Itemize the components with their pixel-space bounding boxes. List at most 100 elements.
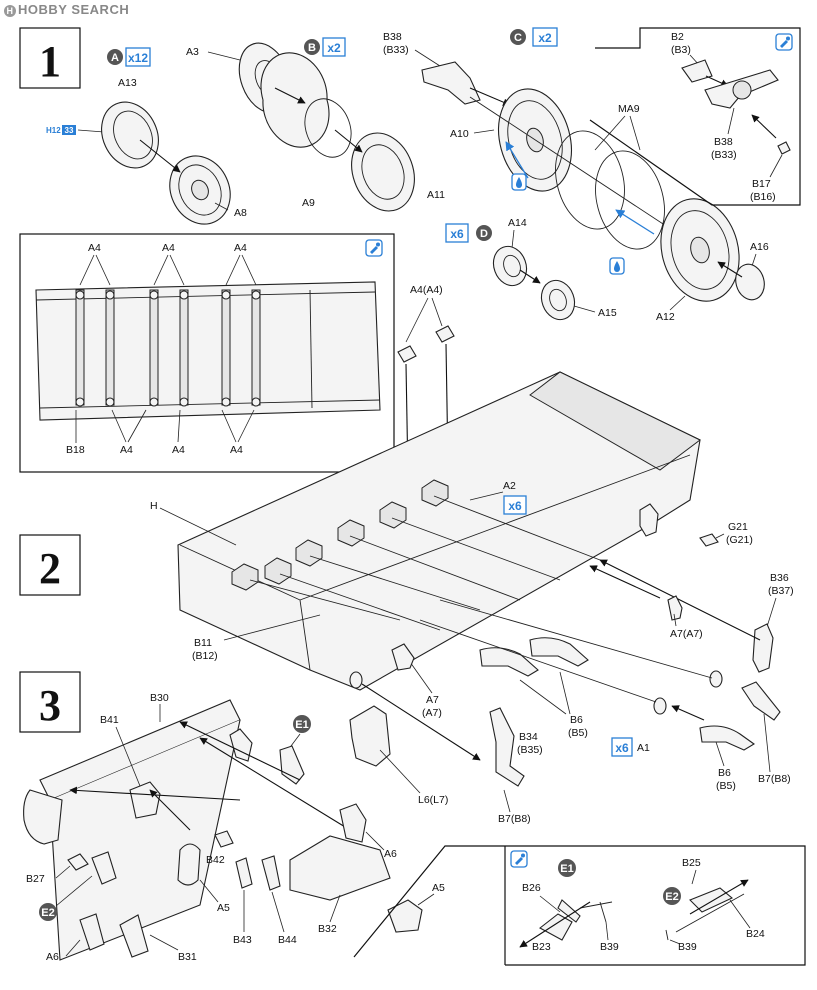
subassembly-d-letter: D: [480, 228, 488, 240]
part-label: A5: [432, 882, 445, 894]
part-label: A14: [508, 217, 527, 229]
part-a6: [339, 803, 367, 843]
paint-drop-icon: [511, 173, 527, 191]
subassembly-a-badge: [107, 49, 123, 65]
part-b26: [557, 899, 581, 923]
torsion-bar-row: [75, 289, 261, 407]
subassembly-a-letter: A: [111, 52, 119, 64]
part-b42: [214, 830, 234, 848]
e2-badge: [39, 903, 57, 921]
part-label: MA9: [618, 103, 640, 115]
part-label: B32: [318, 923, 337, 935]
subassembly-c-letter: C: [514, 32, 522, 44]
shock-a7: [667, 595, 683, 621]
part-b39: [665, 929, 669, 941]
part-label: A4: [230, 444, 243, 456]
return-roller-a14: [492, 245, 528, 287]
step-2: 2: [19, 534, 81, 596]
part-label: (B5): [716, 780, 736, 792]
rear-plate-assembly: B30 B41 E1 A6 B32 A5 B42: [23, 692, 445, 963]
part-label: A4: [88, 242, 101, 254]
swing-arm-b6: [479, 647, 539, 677]
part-label: A4: [162, 242, 175, 254]
subassembly-c-badge: [510, 29, 526, 45]
part-label: A7(A7): [670, 628, 703, 640]
part-label: (G21): [726, 534, 753, 546]
hull-floor: [35, 281, 381, 421]
part-label: A4(A4): [410, 284, 443, 296]
sprocket-a9: [260, 52, 330, 148]
part-label: B39: [600, 941, 619, 953]
hull-assembly: A4(A4) H: [150, 284, 794, 825]
step-3: 3: [19, 671, 81, 733]
part-b25: [689, 887, 734, 913]
logo-text: HOBBY SEARCH: [18, 2, 130, 17]
hull-fitting: [639, 503, 659, 537]
idler-arm-b38: [421, 61, 481, 105]
bump-stop-b36: [752, 623, 774, 673]
shock-a7: [391, 643, 415, 671]
part-label: A9: [302, 197, 315, 209]
part-label: G21: [728, 521, 748, 533]
e2-detail-letter: E2: [665, 891, 678, 903]
part-label: (B5): [568, 727, 588, 739]
detail-box-e: E1 E2 B26 B23 B39 B25 B24 B39: [353, 845, 806, 966]
qty-box: [322, 37, 346, 57]
swing-arm-b6: [529, 637, 589, 667]
part-label: A15: [598, 307, 617, 319]
part-label: B38: [383, 31, 402, 43]
part-label: B41: [100, 714, 119, 726]
part-label: B24: [746, 928, 765, 940]
part-label: B18: [66, 444, 85, 456]
part-label: B38: [714, 136, 733, 148]
e1-badge: [293, 715, 311, 733]
part-label: (B3): [671, 44, 691, 56]
part-a6: [79, 913, 105, 951]
part-e1: [279, 745, 305, 785]
part-label: (B37): [768, 585, 794, 597]
a1-qty: x6: [615, 741, 629, 755]
torsion-bars: [249, 495, 601, 631]
e1-detail-letter: E1: [560, 863, 573, 875]
bracket-b2: [681, 59, 713, 83]
glue-icon: [365, 239, 383, 257]
part-label: B25: [682, 857, 701, 869]
part-b44: [261, 855, 281, 891]
part-label: A12: [656, 311, 675, 323]
part-b23: [538, 913, 573, 941]
subassembly-a-qty: x12: [128, 51, 148, 65]
qty-box: [445, 223, 469, 243]
part-b43: [235, 857, 253, 889]
subassembly-b-letter: B: [308, 42, 316, 54]
part-label: A11: [427, 189, 445, 201]
e2-detail-badge: [663, 887, 681, 905]
step-number: 3: [39, 681, 61, 730]
part-label: B39: [678, 941, 697, 953]
part-b27: [67, 853, 89, 871]
qty-box: [611, 737, 633, 757]
rubber-tire-ring: [555, 130, 625, 230]
bracket-a4: [397, 345, 417, 363]
suspension-mount-row: [231, 479, 449, 591]
part-label: H: [150, 500, 158, 512]
part-label: (B16): [750, 191, 776, 203]
part-label: A16: [750, 241, 769, 253]
subassembly-c-qty: x2: [538, 31, 552, 45]
part-label: B17: [752, 178, 771, 190]
road-wheel-a13: [101, 101, 159, 169]
paint-code-box: [62, 125, 76, 135]
e1-letter: E1: [295, 719, 308, 731]
part-label: (B12): [192, 650, 218, 662]
part-label: B36: [770, 572, 789, 584]
step-2-box: [19, 534, 81, 596]
part-label: A6: [384, 848, 397, 860]
part-label: B23: [532, 941, 551, 953]
part-label: A1: [637, 742, 650, 754]
pin-b17: [777, 141, 791, 155]
step-1: 1: [19, 27, 81, 89]
part-label: A5: [217, 902, 230, 914]
part-b32: [289, 835, 391, 901]
